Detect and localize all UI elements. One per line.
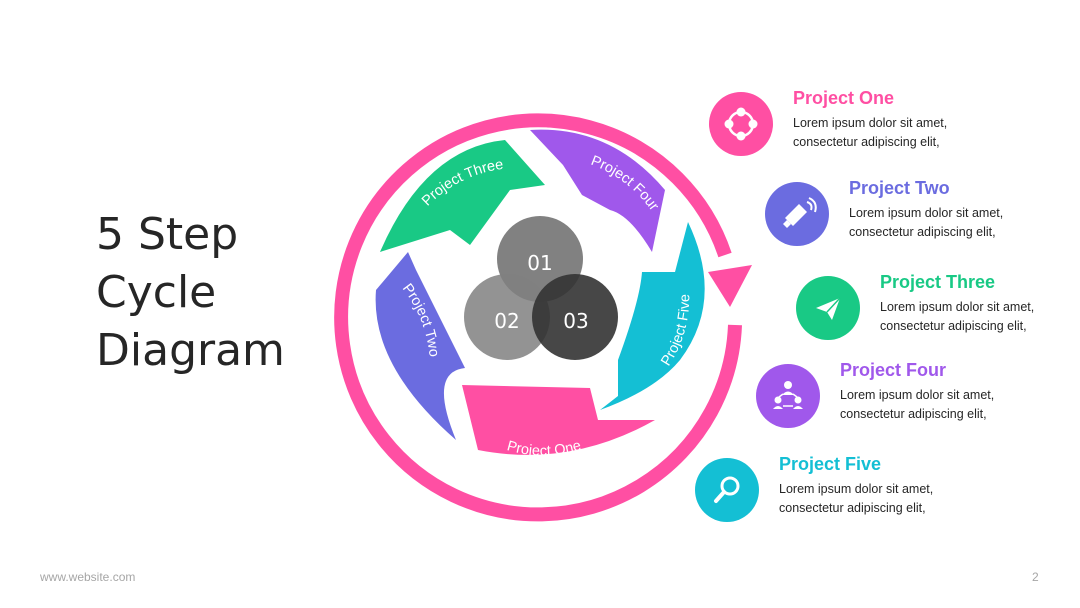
- project-five-desc-line-2: consectetur adipiscing elit,: [779, 501, 926, 515]
- project-three-title: Project Three: [880, 272, 996, 292]
- project-four-desc-line-1: Lorem ipsum dolor sit amet,: [840, 388, 995, 402]
- project-three-desc-line-1: Lorem ipsum dolor sit amet,: [880, 300, 1035, 314]
- team-icon: [773, 381, 803, 409]
- project-three-desc-line-2: consectetur adipiscing elit,: [880, 319, 1027, 333]
- project-five-description: Lorem ipsum dolor sit amet, consectetur …: [779, 480, 1009, 518]
- segment-project-five: [600, 222, 705, 410]
- title-line-3: Diagram: [96, 325, 285, 376]
- center-label-02: 02: [494, 309, 519, 333]
- list-item-project-one: Project One Lorem ipsum dolor sit amet, …: [709, 88, 1029, 162]
- project-four-title: Project Four: [840, 360, 947, 380]
- svg-text:Project One: Project One: [505, 438, 583, 460]
- segment-project-three: [380, 140, 545, 252]
- segment-project-four: [530, 129, 665, 252]
- project-four-description: Lorem ipsum dolor sit amet, consectetur …: [840, 386, 1070, 424]
- page-title: 5 Step Cycle Diagram: [96, 206, 356, 380]
- title-line-2: Cycle: [96, 267, 217, 318]
- page-number: 2: [1032, 570, 1039, 584]
- network-icon: [724, 107, 758, 141]
- list-item-project-two: Project Two Lorem ipsum dolor sit amet, …: [765, 178, 1080, 252]
- project-four-desc-line-2: consectetur adipiscing elit,: [840, 407, 987, 421]
- center-label-01: 01: [527, 251, 552, 275]
- footer-website: www.website.com: [40, 570, 136, 584]
- project-five-desc-line-1: Lorem ipsum dolor sit amet,: [779, 482, 934, 496]
- segment-project-one: [462, 385, 655, 455]
- title-line-1: 5 Step: [96, 209, 239, 260]
- project-two-icon-circle: [765, 182, 829, 246]
- project-one-desc-line-2: consectetur adipiscing elit,: [793, 135, 940, 149]
- megaphone-icon: [783, 197, 817, 228]
- project-one-description: Lorem ipsum dolor sit amet, consectetur …: [793, 114, 1023, 152]
- segment-project-two: [375, 252, 465, 440]
- list-item-project-four: Project Four Lorem ipsum dolor sit amet,…: [756, 360, 1076, 434]
- project-two-title: Project Two: [849, 178, 950, 198]
- project-three-description: Lorem ipsum dolor sit amet, consectetur …: [880, 298, 1080, 336]
- center-circle-02: [464, 274, 550, 360]
- magnifier-icon: [714, 476, 740, 503]
- project-one-title: Project One: [793, 88, 895, 108]
- project-one-desc-line-1: Lorem ipsum dolor sit amet,: [793, 116, 948, 130]
- project-four-icon-circle: [756, 364, 820, 428]
- outer-cycle-ring: [334, 113, 742, 522]
- project-five-title: Project Five: [779, 454, 882, 474]
- list-item-project-three: Project Three Lorem ipsum dolor sit amet…: [796, 272, 1080, 346]
- paper-plane-icon: [816, 297, 841, 320]
- center-label-03: 03: [563, 309, 588, 333]
- project-one-icon-circle: [709, 92, 773, 156]
- project-five-icon-circle: [695, 458, 759, 522]
- project-two-desc-line-2: consectetur adipiscing elit,: [849, 225, 996, 239]
- project-three-icon-circle: [796, 276, 860, 340]
- project-two-desc-line-1: Lorem ipsum dolor sit amet,: [849, 206, 1004, 220]
- project-two-description: Lorem ipsum dolor sit amet, consectetur …: [849, 204, 1079, 242]
- cycle-arrowhead: [708, 265, 752, 307]
- center-circle-03: [532, 274, 618, 360]
- segment-label-project-one: Project One: [505, 438, 583, 460]
- list-item-project-five: Project Five Lorem ipsum dolor sit amet,…: [695, 454, 1015, 528]
